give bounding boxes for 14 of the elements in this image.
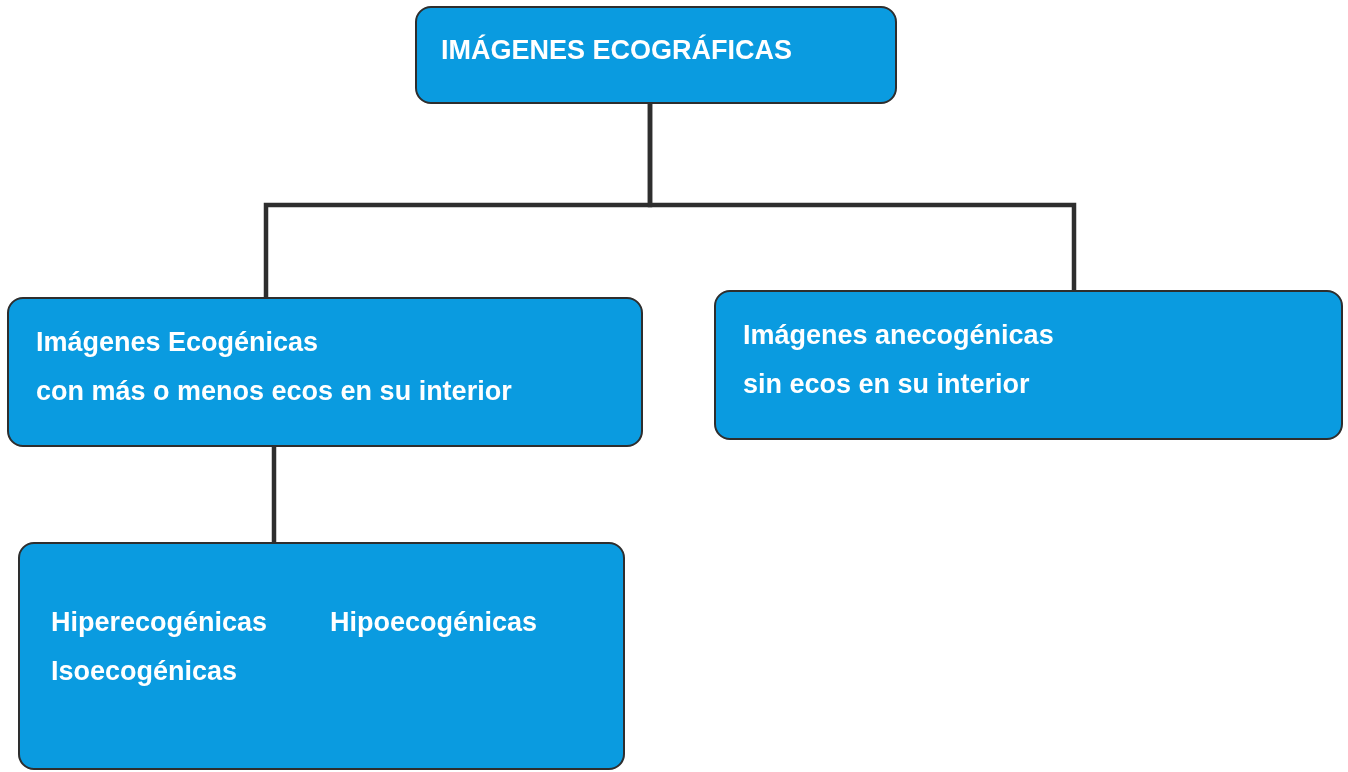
- label-text: con más o menos ecos en su interior: [36, 375, 512, 407]
- category-box: [714, 290, 1343, 440]
- label-text: sin ecos en su interior: [743, 368, 1030, 400]
- title-box: [415, 6, 897, 104]
- subtype-box: [18, 542, 625, 770]
- label-text: Hiperecogénicas: [51, 606, 268, 638]
- connector-line: [271, 447, 277, 542]
- label-text: Hipoecogénicas: [330, 606, 538, 638]
- connector-line: [647, 104, 1077, 290]
- category-box: [7, 297, 643, 447]
- heading-text: IMÁGENES ECOGRÁFICAS: [441, 34, 793, 66]
- heading-text: Imágenes anecogénicas: [743, 319, 1054, 351]
- label-text: Isoecogénicas: [51, 655, 238, 687]
- heading-text: Imágenes Ecogénicas: [36, 326, 319, 358]
